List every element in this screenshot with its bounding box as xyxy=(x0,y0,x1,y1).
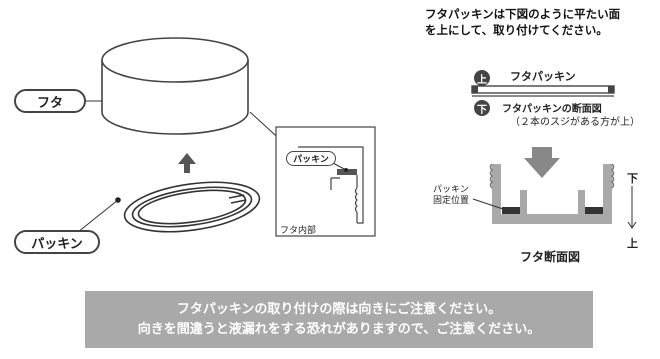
orientation-top-label: 上 xyxy=(627,237,638,250)
inset-packing-label: パッキン xyxy=(286,151,336,166)
instruction-line-2: を上にして、取り付けてください。 xyxy=(425,23,608,37)
packing-fixed-label-2: 固定位置 xyxy=(433,196,470,206)
lid-section-label: フタ断面図 xyxy=(520,250,581,264)
section-title: フタパッキンの断面図 xyxy=(502,104,602,115)
up-arrow-icon xyxy=(178,153,196,173)
instruction-text: フタパッキンは下図のように平たい面 を上にして、取り付けてください。 xyxy=(425,6,655,38)
packing-fixed-label-1: パッキン xyxy=(433,185,469,195)
packing-label: パッキン xyxy=(14,230,100,254)
top-mark-badge: 上 xyxy=(474,70,490,86)
lid-cross-section xyxy=(472,163,615,224)
caution-line-1: フタパッキンの取り付けの際は向きにご注意ください。 xyxy=(176,301,502,317)
caution-note: フタパッキンの取り付けの際は向きにご注意ください。 向きを間違うと液漏れをする恐… xyxy=(85,291,593,348)
lid-packing-title: フタパッキン xyxy=(510,70,576,83)
packing-pointer-dot xyxy=(115,197,121,203)
lid-cylinder xyxy=(101,37,249,135)
packing-ring xyxy=(123,181,261,233)
inset-box xyxy=(275,126,376,237)
bottom-mark-badge: 下 xyxy=(474,100,490,116)
section-note: （２本のスジがある方が上） xyxy=(510,117,640,128)
orientation-arrow xyxy=(627,186,637,229)
lid-inner-label: フタ内部 xyxy=(280,226,317,236)
lid-packing-bar xyxy=(471,85,615,97)
lid-label: フタ xyxy=(14,89,86,113)
orientation-bottom-label: 下 xyxy=(627,172,638,185)
down-arrow-icon xyxy=(524,147,560,178)
instruction-line-1: フタパッキンは下図のように平たい面 xyxy=(425,7,621,21)
caution-line-2: 向きを間違うと液漏れをする恐れがありますので、ご注意ください。 xyxy=(137,321,541,337)
